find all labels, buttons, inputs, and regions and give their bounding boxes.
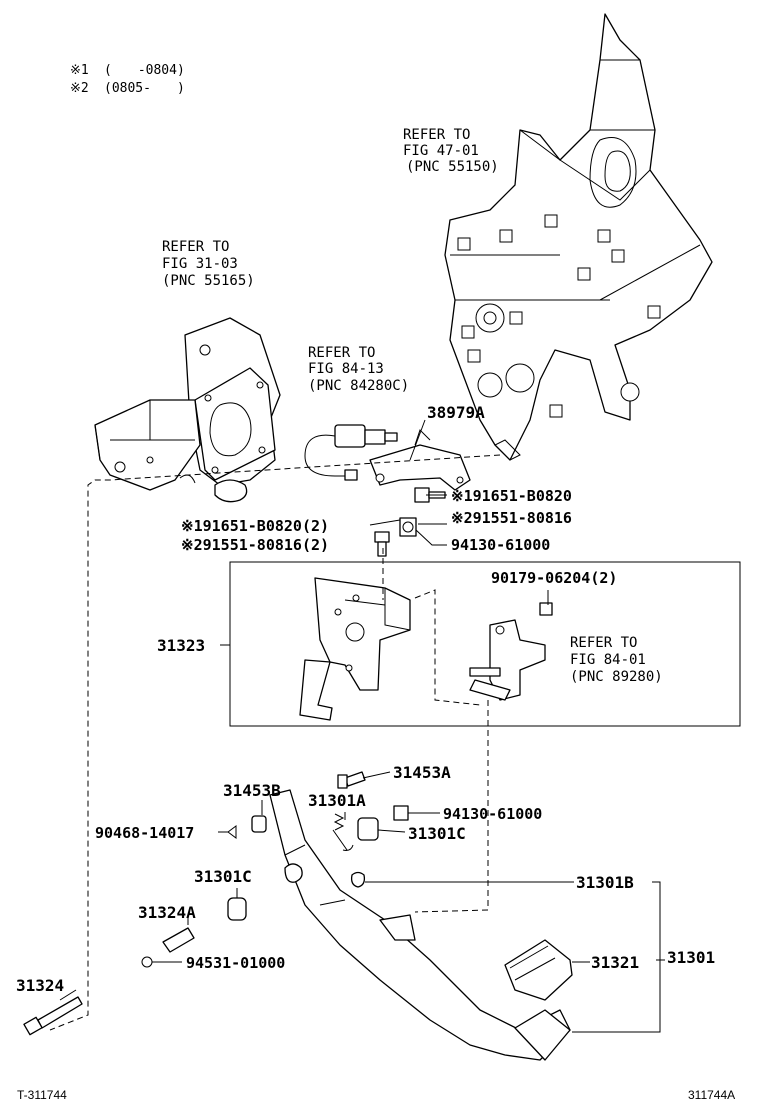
stop-lamp-switch-illustration bbox=[304, 424, 471, 491]
ref-fig-84-13: REFER TO FIG 84-13 (PNC 84280C) bbox=[308, 345, 409, 394]
label-31301A: 31301A bbox=[308, 791, 366, 810]
bolt-31324-illustration bbox=[23, 996, 83, 1036]
spring-31301A-illustration bbox=[332, 813, 354, 851]
ref-84-13-line2: FIG 84-13 bbox=[308, 361, 384, 377]
legend-mark-2: ※2 bbox=[70, 81, 89, 96]
label-91551-80816: ※291551-80816 bbox=[451, 509, 572, 527]
label-38979A: 38979A bbox=[427, 403, 485, 422]
label-31324: 31324 bbox=[16, 976, 64, 995]
label-91551-80816-qty: ※291551-80816(2) bbox=[181, 536, 329, 554]
fasteners-upper-illustration bbox=[374, 487, 446, 557]
label-31301C-left: 31301C bbox=[194, 867, 252, 886]
washer-94531-illustration bbox=[141, 956, 153, 968]
label-31321: 31321 bbox=[591, 953, 639, 972]
ref-31-line1: REFER TO bbox=[162, 239, 229, 255]
label-91651-b0820-qty: ※191651-B0820(2) bbox=[181, 517, 329, 535]
nut-94130-illustration bbox=[393, 805, 409, 821]
label-31301C-right: 31301C bbox=[408, 824, 466, 843]
leader-lines bbox=[49, 419, 665, 1033]
ref-31-line2: FIG 31-03 bbox=[162, 256, 238, 272]
part-labels: 38979A ※191651-B0820 ※291551-80816 ※1916… bbox=[16, 403, 715, 995]
ref-31-line3: (PNC 55165) bbox=[162, 273, 255, 289]
label-31301: 31301 bbox=[667, 948, 715, 967]
bushing-31453B-illustration bbox=[251, 815, 267, 833]
label-90468-14017: 90468-14017 bbox=[95, 824, 194, 842]
label-31453A: 31453A bbox=[393, 763, 451, 782]
label-94130-61000-lower: 94130-61000 bbox=[443, 805, 542, 823]
label-94130-61000-upper: 94130-61000 bbox=[451, 536, 550, 554]
label-31301B: 31301B bbox=[576, 873, 634, 892]
ref-fig-47-01: REFER TO FIG 47-01 (PNC 55150) bbox=[403, 127, 499, 175]
brake-pedal-illustration bbox=[269, 789, 573, 1061]
bushing-31301B-illustration bbox=[350, 871, 366, 888]
label-90179-06204: 90179-06204(2) bbox=[491, 569, 617, 587]
label-94531-01000: 94531-01000 bbox=[186, 954, 285, 972]
label-31453B: 31453B bbox=[223, 781, 281, 800]
ref-84-01-line1: REFER TO bbox=[570, 635, 637, 651]
ref-fig-31-03: REFER TO FIG 31-03 (PNC 55165) bbox=[162, 239, 255, 289]
clip-90468-illustration bbox=[227, 825, 237, 839]
ref-47-line1: REFER TO bbox=[403, 127, 470, 143]
label-31323: 31323 bbox=[157, 636, 205, 655]
ref-84-13-line1: REFER TO bbox=[308, 345, 375, 361]
pedal-switch-illustration bbox=[469, 602, 553, 701]
legend-mark-1: ※1 bbox=[70, 63, 89, 78]
bushing-31301C-left-illustration bbox=[227, 897, 247, 921]
footer-right-code: 311744A bbox=[688, 1088, 735, 1102]
label-91651-b0820: ※191651-B0820 bbox=[451, 487, 572, 505]
legend-text-2: (0805- ) bbox=[104, 81, 185, 96]
bracket-31323-illustration bbox=[299, 577, 411, 721]
label-31324A: 31324A bbox=[138, 903, 196, 922]
bushing-31301C-right-illustration bbox=[357, 817, 379, 841]
legend: ※1 ( -0804) ※2 (0805- ) bbox=[70, 63, 185, 96]
bolt-31453A-illustration bbox=[337, 771, 366, 789]
ref-fig-84-01: REFER TO FIG 84-01 (PNC 89280) bbox=[570, 635, 663, 685]
collar-31324A-illustration bbox=[162, 927, 195, 953]
assembly-31323-box bbox=[229, 561, 741, 727]
booster-bracket-illustration bbox=[94, 317, 281, 503]
ref-47-line2: FIG 47-01 bbox=[403, 143, 479, 159]
footer-left-code: T-311744 bbox=[17, 1088, 67, 1102]
ref-84-01-line3: (PNC 89280) bbox=[570, 669, 663, 685]
ref-84-13-line3: (PNC 84280C) bbox=[308, 378, 409, 394]
ref-84-01-line2: FIG 84-01 bbox=[570, 652, 646, 668]
pedal-support-bracket-illustration bbox=[444, 13, 713, 461]
legend-text-1: ( -0804) bbox=[104, 63, 185, 78]
ref-47-line3: (PNC 55150) bbox=[406, 159, 499, 175]
